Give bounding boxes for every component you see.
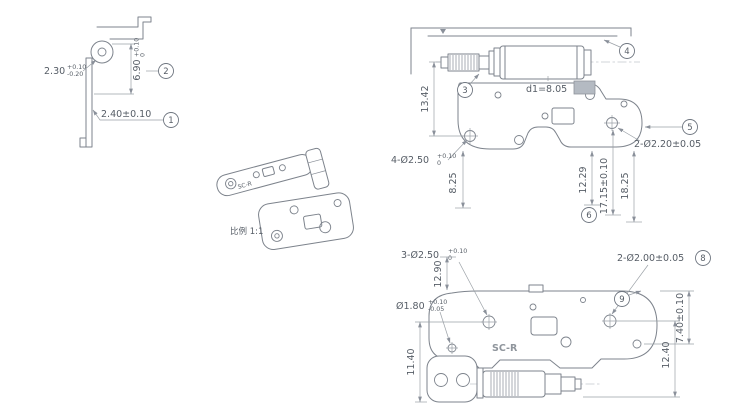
balloon-8: 8	[695, 250, 711, 266]
balloon-2: 2	[146, 63, 174, 79]
dim-18-25: 18.25	[620, 150, 642, 223]
dim-offset: 2.40±0.10	[92, 109, 163, 121]
highlight-box	[573, 80, 596, 95]
svg-text:17.15±0.10: 17.15±0.10	[599, 158, 610, 214]
svg-text:Ø1.80: Ø1.80	[396, 301, 425, 312]
bottom-view-barrel	[470, 367, 600, 399]
svg-text:d1=8.05: d1=8.05	[526, 84, 567, 95]
side-view-geometry	[79, 16, 152, 148]
svg-text:7.40±0.10: 7.40±0.10	[675, 293, 686, 343]
svg-text:2-Ø2.00±0.05: 2-Ø2.00±0.05	[617, 253, 684, 264]
balloon-6: 6	[581, 207, 597, 223]
svg-text:4-Ø2.50: 4-Ø2.50	[391, 155, 429, 166]
dim-12-90: 12.90	[433, 256, 456, 291]
top-view: 13.42 3 4 d1=8.05 5 2-Ø2.20±0.05	[391, 27, 701, 223]
svg-text:5: 5	[687, 123, 692, 133]
section-arrow	[440, 29, 446, 34]
dim-13-42: 13.42	[420, 61, 464, 137]
dim-thickness-value: 2.30	[44, 66, 65, 77]
svg-text:2-Ø2.20±0.05: 2-Ø2.20±0.05	[634, 139, 701, 150]
knurl-hatch	[449, 55, 478, 70]
top-view-plate	[457, 82, 643, 150]
dim-height-tol-dn: 0	[140, 53, 147, 57]
balloon-5: 5	[644, 119, 698, 135]
dim-thickness-tol-dn: -0.20	[67, 71, 83, 78]
part-marking: SC-R	[492, 343, 518, 354]
dim-12-40: 12.40	[583, 320, 680, 398]
dim-height-tol-up: +0.10	[134, 38, 141, 57]
svg-text:+0.10: +0.10	[437, 153, 456, 160]
balloon-3: 3	[457, 73, 480, 98]
svg-text:13.42: 13.42	[420, 85, 431, 112]
svg-text:3-Ø2.50: 3-Ø2.50	[401, 250, 439, 261]
svg-text:8.25: 8.25	[448, 172, 459, 193]
dim-7-40: 7.40±0.10	[644, 290, 694, 345]
top-view-barrel	[440, 45, 592, 80]
dim-4-250: 4-Ø2.50 +0.10 0	[391, 139, 468, 167]
svg-text:0: 0	[437, 160, 441, 167]
dim-thickness-tol-up: +0.10	[67, 64, 86, 71]
svg-text:12.29: 12.29	[578, 166, 589, 193]
dim-height-value: 6.90	[132, 59, 143, 80]
svg-text:+0.10: +0.10	[428, 299, 447, 306]
dim-3-250: 3-Ø2.50 +0.10 0	[401, 248, 488, 316]
svg-text:6: 6	[586, 211, 591, 221]
dim-8-25: 8.25	[448, 150, 471, 209]
balloon-4: 4	[603, 39, 635, 59]
iso-lower-plate	[258, 192, 354, 250]
knurl-hatch	[490, 372, 519, 396]
svg-text:8: 8	[700, 254, 705, 264]
svg-text:12.40: 12.40	[661, 341, 672, 368]
iso-part-marking: SC-R	[237, 180, 253, 190]
svg-text:9: 9	[619, 295, 624, 305]
bottom-view-tab	[426, 355, 478, 403]
dim-offset-value: 2.40±0.10	[101, 109, 151, 120]
svg-text:1: 1	[168, 116, 173, 126]
top-edge-tab	[528, 284, 544, 293]
svg-text:11.40: 11.40	[406, 348, 417, 375]
svg-text:18.25: 18.25	[620, 172, 631, 199]
svg-text:3: 3	[462, 86, 467, 96]
bottom-view: SC-R 3-Ø2.50 +0.10 0 12.90	[396, 248, 711, 403]
dim-17-15: 17.15±0.10	[599, 129, 621, 216]
dim-1-80: Ø1.80 +0.10 -0.05	[396, 299, 451, 344]
isometric-view: SC-R 比例 1:1	[216, 147, 354, 250]
svg-text:0: 0	[448, 255, 452, 262]
scale-label: 比例 1:1	[230, 226, 263, 237]
dim-height: 6.90 +0.10 0	[94, 38, 147, 95]
dim-thickness: 2.30 +0.10 -0.20	[44, 59, 97, 78]
iso-upper-arm: SC-R	[216, 153, 313, 197]
svg-text:4: 4	[624, 47, 629, 57]
top-view-flange-edge	[410, 27, 632, 75]
svg-text:+0.10: +0.10	[448, 248, 467, 255]
dim-2-220: 2-Ø2.20±0.05	[617, 127, 701, 150]
side-view: 2.30 +0.10 -0.20 6.90 +0.10 0 2 2.40±0.1…	[44, 16, 179, 148]
svg-text:12.90: 12.90	[433, 260, 444, 287]
balloon-1: 1	[163, 112, 179, 128]
dim-12-29: 12.29	[578, 150, 601, 206]
dim-11-40: 11.40	[406, 321, 483, 403]
iso-barrel	[305, 147, 330, 190]
svg-text:-0.05: -0.05	[428, 306, 444, 313]
dim-shaft-d1: d1=8.05	[526, 76, 596, 95]
svg-text:2: 2	[163, 67, 168, 77]
balloon-9: 9	[614, 290, 642, 307]
